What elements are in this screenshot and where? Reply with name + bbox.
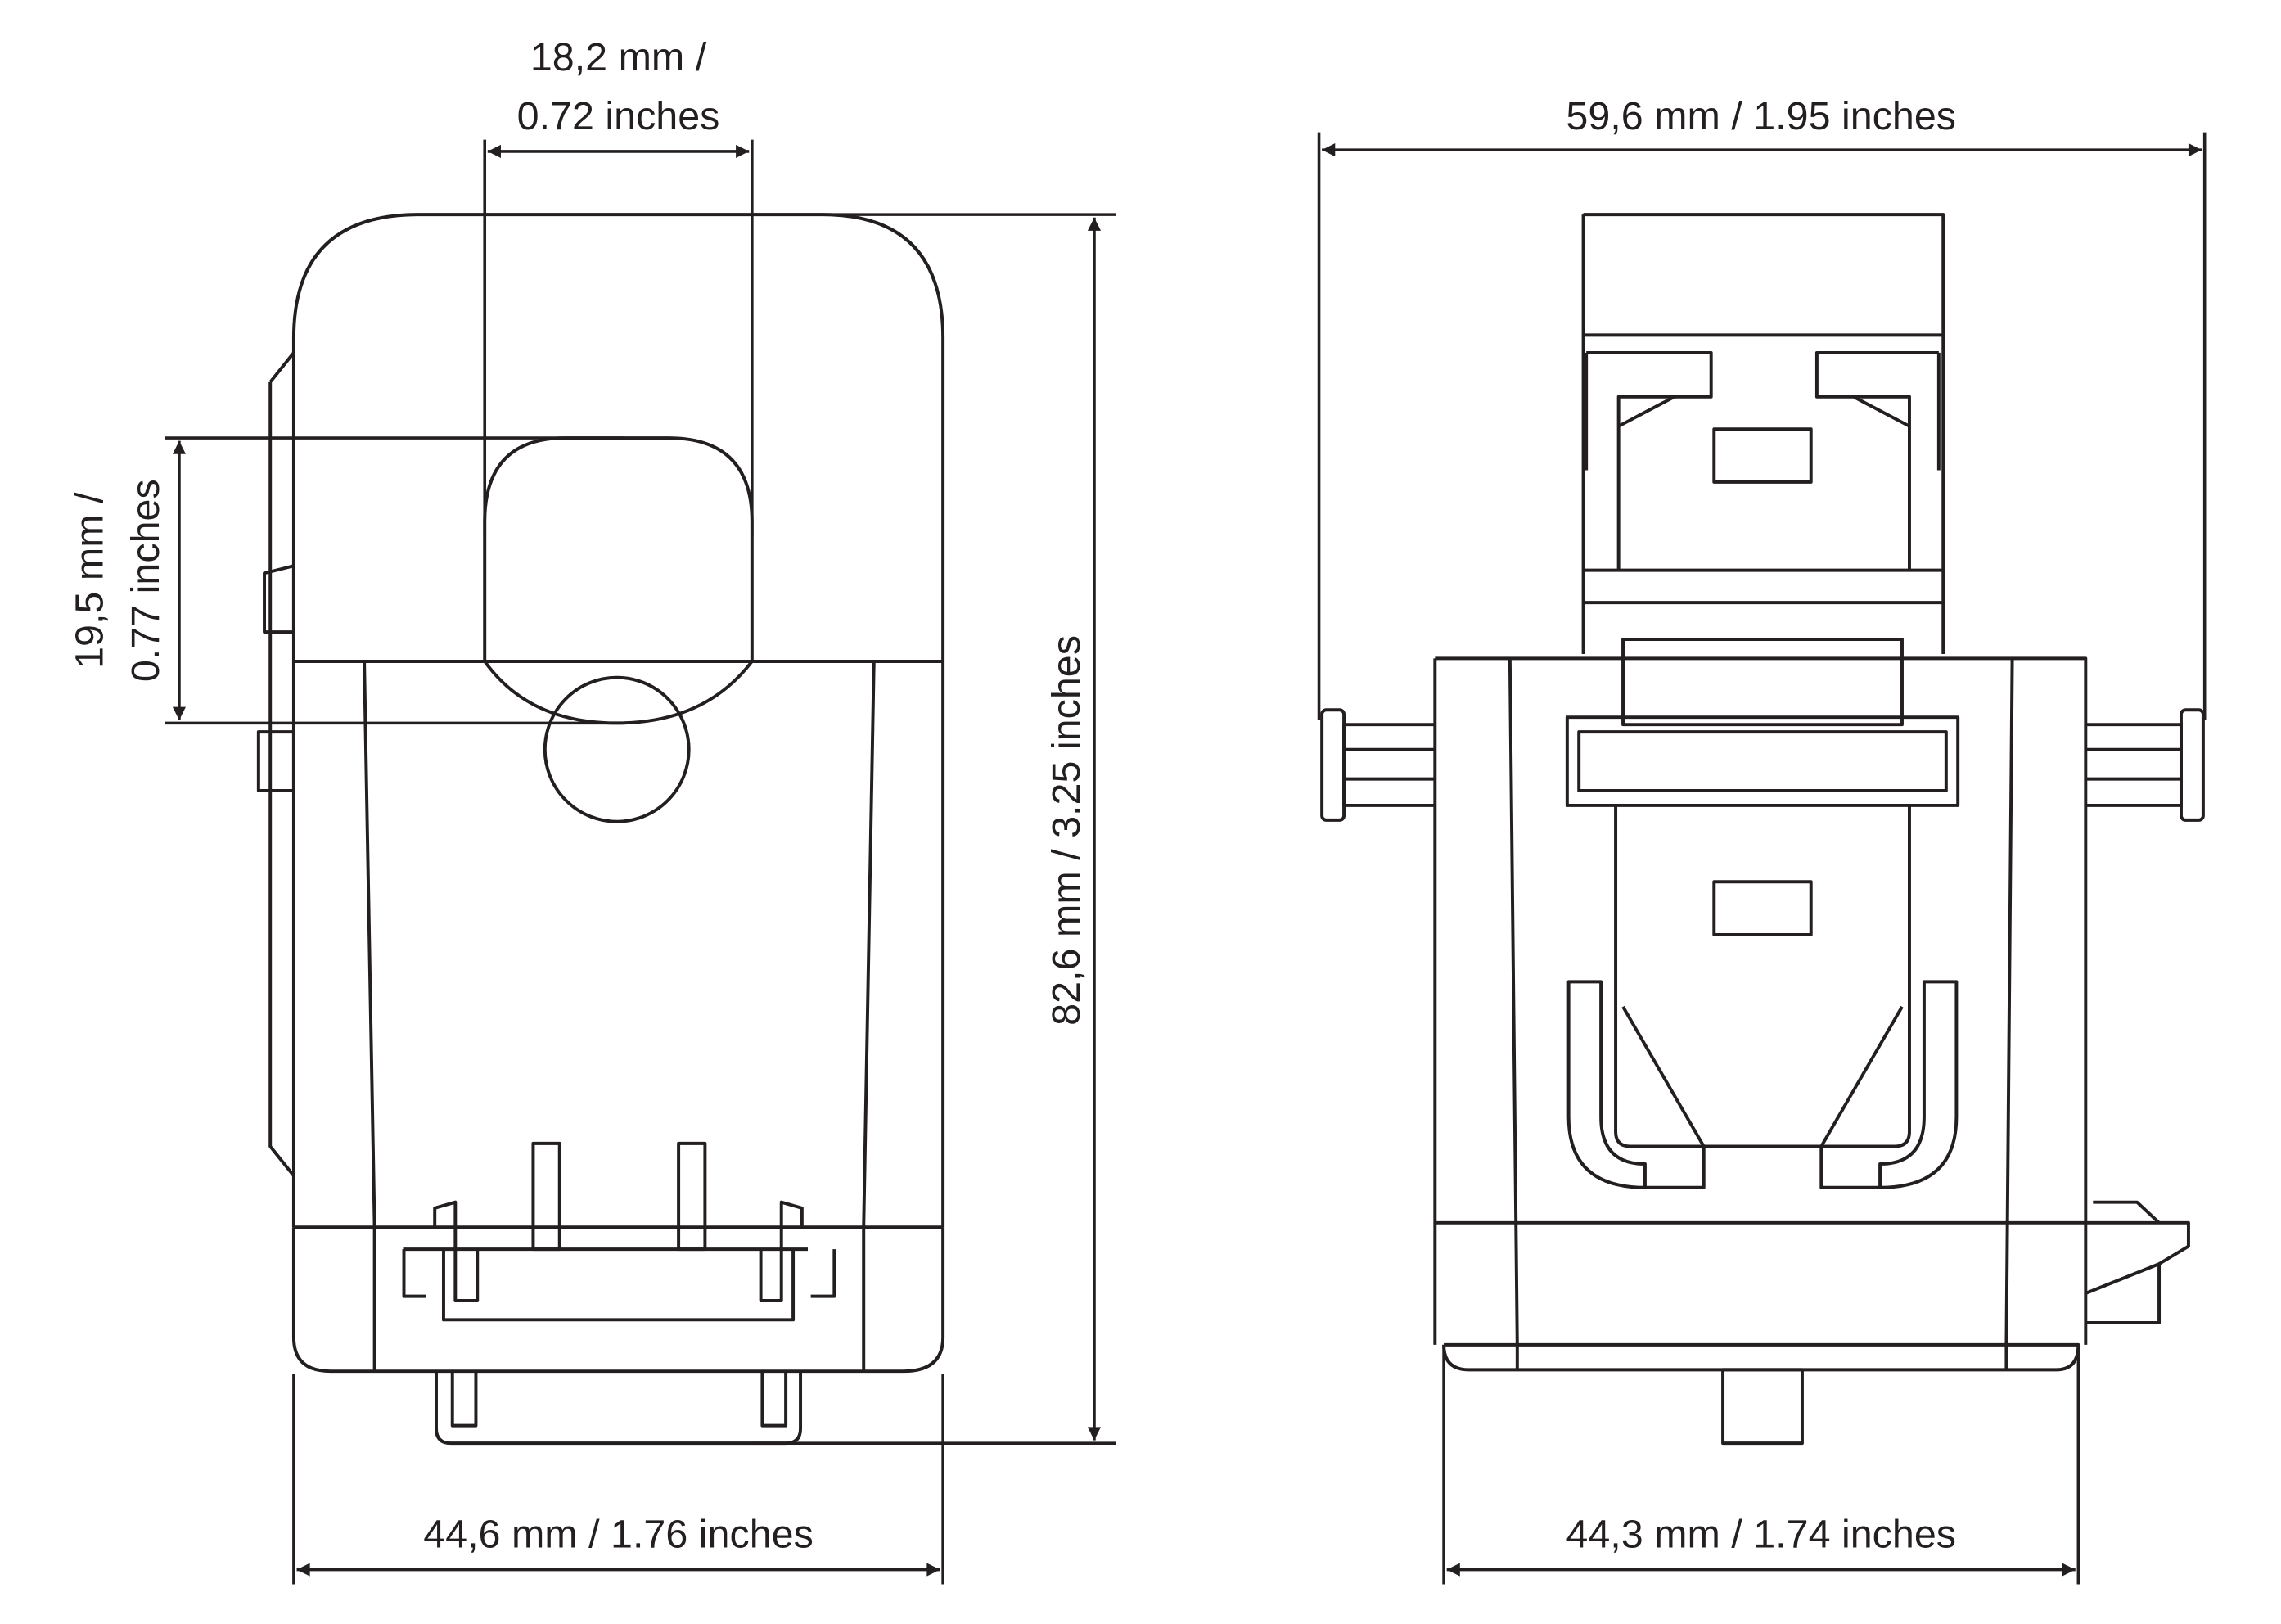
front-view	[256, 213, 945, 1446]
front-width-label: 44,6 mm / 1.76 inches	[423, 1513, 814, 1557]
front-dimensions: 18,2 mm / 0.72 inches 19,5 mm / 0.77 inc…	[68, 35, 1116, 1585]
window-height-mm-label: 19,5 mm /	[68, 492, 112, 669]
window-width-in-label: 0.72 inches	[517, 94, 720, 138]
side-dimensions: 59,6 mm / 1.95 inches 44,3 mm / 1.74 inc…	[1317, 94, 2207, 1585]
side-overall-width-label: 59,6 mm / 1.95 inches	[1566, 94, 1956, 138]
window-width-mm-label: 18,2 mm /	[530, 35, 707, 79]
side-view	[1320, 213, 2205, 1446]
window-height-in-label: 0.77 inches	[124, 479, 168, 682]
height-label: 82,6 mm / 3.25 inches	[1044, 635, 1089, 1026]
side-body-width-label: 44,3 mm / 1.74 inches	[1566, 1513, 1956, 1557]
